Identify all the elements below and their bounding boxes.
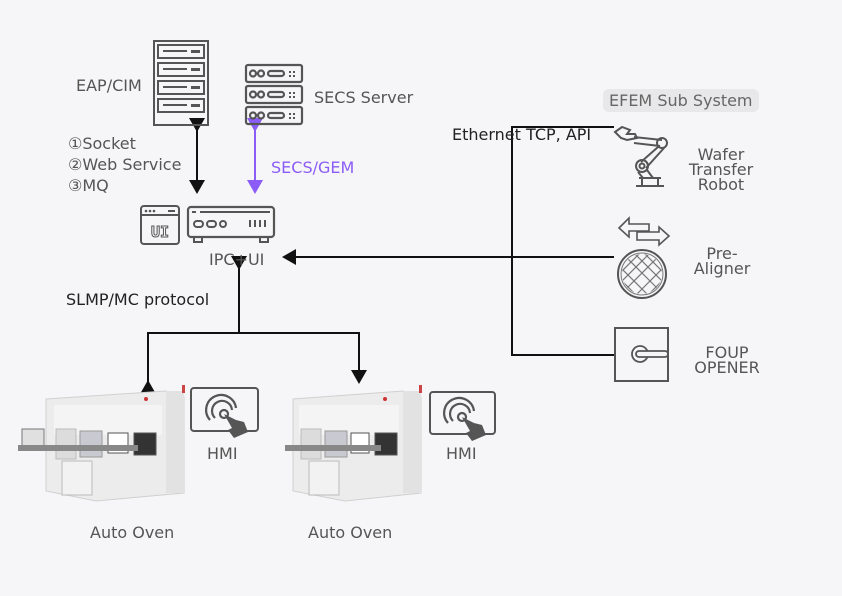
auto-oven-2-machine [285, 385, 422, 502]
auto-oven-1-machine [18, 385, 185, 502]
foup-opener-icon [614, 327, 669, 382]
efem-subsystem-badge: EFEM Sub System [603, 89, 759, 112]
protocol-socket: ①Socket [68, 134, 136, 153]
eap-server-rack-icon [153, 40, 209, 126]
hmi-1-icon [190, 387, 259, 438]
ethernet-label: Ethernet TCP, API [452, 125, 592, 144]
ui-icon-text: UI [151, 223, 169, 241]
secs-gem-label: SECS/GEM [271, 158, 355, 177]
protocol-mq: ③MQ [68, 176, 109, 195]
ui-window-icon: UI [140, 205, 180, 245]
secs-server-label: SECS Server [314, 88, 414, 107]
eap-cim-label: EAP/CIM [76, 76, 142, 95]
ipc-box-icon [186, 205, 276, 243]
auto-oven-2-label: Auto Oven [308, 523, 393, 542]
robot-arm-icon [613, 125, 668, 187]
ethernet-bus [511, 126, 614, 356]
pre-aligner-label: Pre- Aligner [693, 244, 751, 278]
foup-opener-label: FOUP OPENER [694, 343, 760, 377]
oven-branch [140, 332, 367, 394]
slmp-protocol-label: SLMP/MC protocol [66, 290, 210, 309]
hmi-1-label: HMI [207, 444, 238, 463]
protocol-web-service: ②Web Service [68, 155, 182, 174]
ipc-ui-label: IPC+UI [209, 250, 265, 269]
secs-server-icon [244, 63, 304, 126]
auto-oven-1-label: Auto Oven [90, 523, 175, 542]
robot-label: Wafer Transfer Robot [688, 145, 754, 194]
hmi-2-icon [429, 391, 496, 441]
pre-aligner-icon [617, 216, 671, 299]
hmi-2-label: HMI [446, 444, 477, 463]
eap-protocol-list: ①Socket ②Web Service ③MQ [68, 133, 181, 196]
